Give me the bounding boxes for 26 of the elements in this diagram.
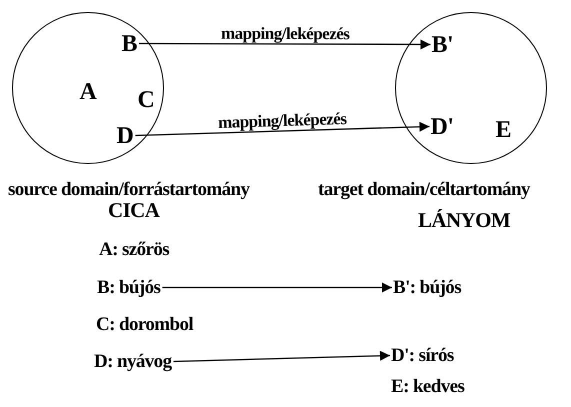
element-letter: B' xyxy=(432,32,454,56)
attribute-text: B': bújós xyxy=(393,278,461,297)
attribute-text: D: nyávog xyxy=(94,352,172,371)
edge-label: mapping/leképezés xyxy=(220,24,350,42)
element-letter: A xyxy=(80,80,96,104)
attribute-text: E: kedves xyxy=(391,377,464,396)
element-letter: E xyxy=(496,118,512,142)
arrow xyxy=(162,282,392,292)
attribute-text: D': sírós xyxy=(391,346,454,365)
concept-heading: LÁNYOM xyxy=(418,210,510,231)
concept-heading: CICA xyxy=(108,200,160,221)
domain-circle xyxy=(395,12,547,164)
domain-caption: target domain/céltartomány xyxy=(318,180,530,199)
arrow xyxy=(173,350,390,362)
edge-label: mapping/leképezés xyxy=(216,110,348,131)
arrow xyxy=(139,39,430,50)
element-letter: C xyxy=(138,88,154,112)
element-letter: B xyxy=(122,32,138,56)
attribute-text: A: szőrös xyxy=(99,240,170,259)
element-letter: D xyxy=(116,124,134,148)
attribute-text: C: dorombol xyxy=(96,315,194,334)
domain-caption: source domain/forrástartomány xyxy=(8,180,250,199)
element-letter: D' xyxy=(430,114,454,138)
arrow xyxy=(135,122,430,136)
domain-circle xyxy=(12,12,164,164)
attribute-text: B: bújós xyxy=(97,278,160,297)
